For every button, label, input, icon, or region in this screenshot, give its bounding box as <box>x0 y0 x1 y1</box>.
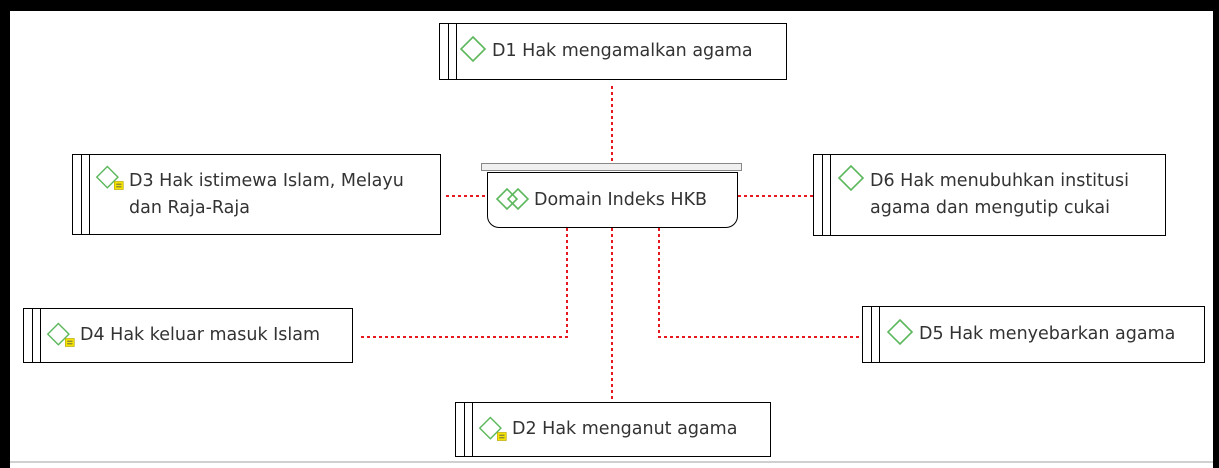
node-d4-label: D4 Hak keluar masuk Islam <box>80 325 321 345</box>
diamond-note-icon <box>46 322 75 347</box>
node-bar <box>464 403 465 456</box>
connector-d4 <box>359 228 568 338</box>
node-bar <box>32 309 33 362</box>
center-node[interactable]: Domain Indeks HKB <box>487 172 738 228</box>
double-diamond-icon <box>496 187 530 211</box>
node-d6[interactable]: D6 Hak menubuhkan institusi agama dan me… <box>813 154 1166 236</box>
node-bar <box>448 24 449 79</box>
connector-d5 <box>658 228 862 338</box>
canvas-bottom-divider <box>10 461 1213 463</box>
diamond-icon <box>837 164 865 192</box>
node-bar <box>40 309 41 362</box>
node-bar <box>472 403 473 456</box>
node-d5[interactable]: D5 Hak menyebarkan agama <box>862 306 1205 363</box>
diamond-icon <box>459 35 487 63</box>
node-d6-label: D6 Hak menubuhkan institusi agama dan me… <box>870 171 1129 218</box>
diamond-icon <box>886 318 914 346</box>
node-bar <box>822 155 823 235</box>
node-d5-label: D5 Hak menyebarkan agama <box>919 324 1176 344</box>
node-bar <box>830 155 831 235</box>
node-d4[interactable]: D4 Hak keluar masuk Islam <box>23 308 353 363</box>
center-node-cap <box>481 163 742 171</box>
node-d3[interactable]: D3 Hak istimewa Islam, Melayu dan Raja-R… <box>72 154 441 235</box>
diamond-note-icon <box>478 416 507 441</box>
node-bar <box>89 155 90 234</box>
node-d1[interactable]: D1 Hak mengamalkan agama <box>439 23 787 80</box>
node-d2[interactable]: D2 Hak menganut agama <box>455 402 771 457</box>
node-d2-label: D2 Hak menganut agama <box>512 419 738 439</box>
center-node-label: Domain Indeks HKB <box>534 190 708 210</box>
node-bar <box>871 307 872 362</box>
node-d1-label: D1 Hak mengamalkan agama <box>492 41 753 61</box>
node-bar <box>81 155 82 234</box>
node-bar <box>456 24 457 79</box>
node-bar <box>879 307 880 362</box>
node-d3-label: D3 Hak istimewa Islam, Melayu dan Raja-R… <box>129 170 404 218</box>
diamond-note-icon <box>95 165 124 190</box>
